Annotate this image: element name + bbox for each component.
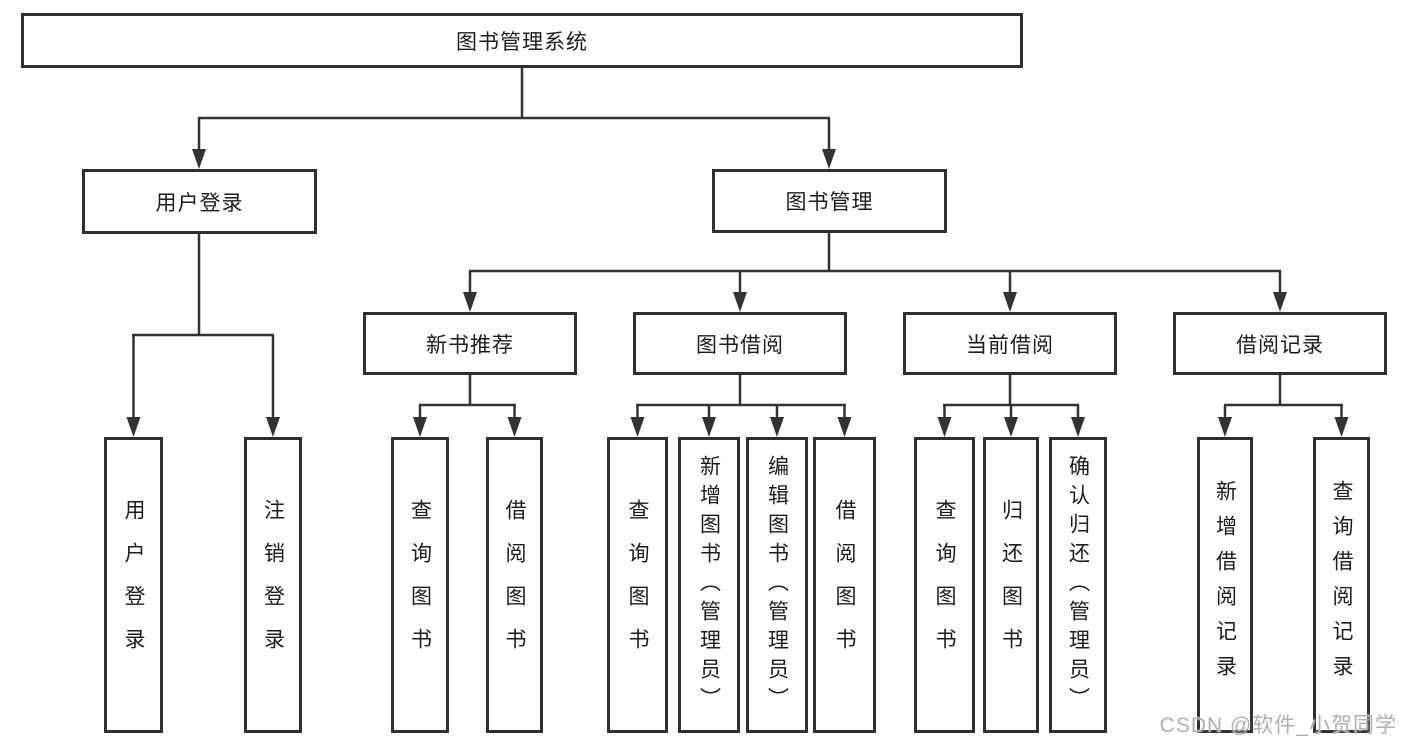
leaf-bb-borrow-books: 借阅图书 bbox=[813, 437, 876, 733]
leaf-rec-borrow-books-label: 借阅图书 bbox=[503, 499, 526, 671]
node-new-book-recommend-label: 新书推荐 bbox=[426, 333, 514, 357]
leaf-cb-query-books-label: 查询图书 bbox=[933, 499, 956, 671]
node-current-borrow: 当前借阅 bbox=[903, 312, 1117, 375]
leaf-rec-query-books: 查询图书 bbox=[391, 437, 449, 733]
leaf-logout-label: 注销登录 bbox=[261, 499, 285, 671]
node-library-system: 图书管理系统 bbox=[21, 13, 1023, 68]
leaf-return-books-label: 归还图书 bbox=[999, 499, 1023, 671]
leaf-edit-book-admin-label: 编辑图书（管理员） bbox=[765, 454, 789, 716]
node-book-management: 图书管理 bbox=[712, 169, 947, 233]
leaf-user-login-label: 用户登录 bbox=[122, 499, 145, 671]
leaf-edit-book-admin: 编辑图书（管理员） bbox=[746, 437, 808, 733]
leaf-bb-borrow-books-label: 借阅图书 bbox=[833, 499, 856, 671]
leaf-query-borrow-record: 查询借阅记录 bbox=[1313, 437, 1370, 733]
leaf-add-book-admin-label: 新增图书（管理员） bbox=[697, 454, 721, 716]
leaf-user-login: 用户登录 bbox=[104, 437, 163, 733]
node-book-borrow-label: 图书借阅 bbox=[696, 333, 784, 357]
leaf-query-borrow-record-label: 查询借阅记录 bbox=[1330, 480, 1353, 690]
node-borrow-records-label: 借阅记录 bbox=[1236, 333, 1324, 357]
leaf-return-books: 归还图书 bbox=[983, 437, 1039, 733]
node-current-borrow-label: 当前借阅 bbox=[966, 333, 1054, 357]
leaf-confirm-return-admin: 确认归还（管理员） bbox=[1049, 437, 1107, 733]
leaf-confirm-return-admin-label: 确认归还（管理员） bbox=[1066, 454, 1090, 716]
node-new-book-recommend: 新书推荐 bbox=[363, 312, 577, 375]
node-book-borrow: 图书借阅 bbox=[633, 312, 847, 375]
node-borrow-records: 借阅记录 bbox=[1173, 312, 1387, 375]
node-user-login-label: 用户登录 bbox=[155, 191, 244, 215]
leaf-rec-query-books-label: 查询图书 bbox=[408, 499, 432, 671]
leaf-bb-query-books-label: 查询图书 bbox=[626, 499, 649, 671]
leaf-cb-query-books: 查询图书 bbox=[914, 437, 975, 733]
watermark: CSDN @软件_小贺同学 bbox=[1159, 714, 1397, 737]
leaf-bb-query-books: 查询图书 bbox=[607, 437, 668, 733]
leaf-rec-borrow-books: 借阅图书 bbox=[486, 437, 543, 733]
node-user-login-branch: 用户登录 bbox=[82, 169, 317, 234]
leaf-add-borrow-record-label: 新增借阅记录 bbox=[1213, 480, 1237, 690]
leaf-add-book-admin: 新增图书（管理员） bbox=[678, 437, 740, 733]
leaf-logout: 注销登录 bbox=[244, 437, 302, 733]
node-library-system-label: 图书管理系统 bbox=[456, 30, 588, 54]
node-book-management-label: 图书管理 bbox=[785, 191, 874, 214]
leaf-add-borrow-record: 新增借阅记录 bbox=[1197, 437, 1253, 733]
